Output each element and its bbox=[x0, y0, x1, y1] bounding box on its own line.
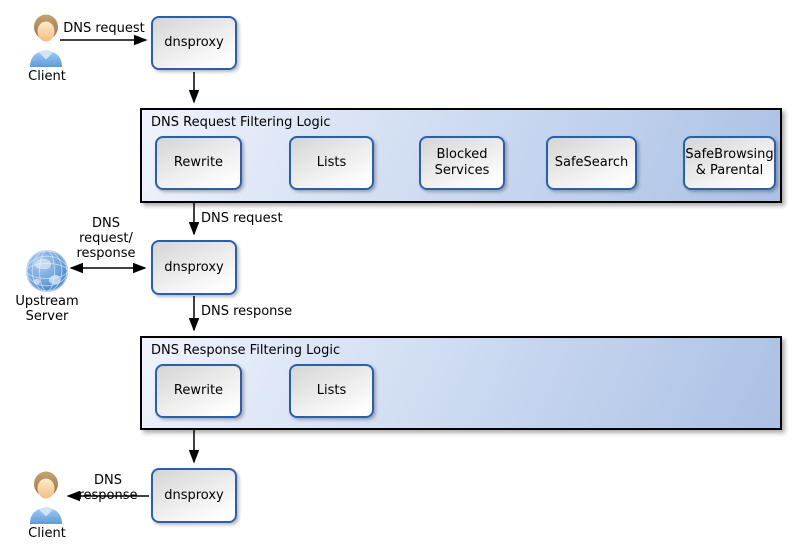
client-bottom-label: Client bbox=[28, 526, 66, 541]
response-filtering-logic-container: DNS Response Filtering Logic Rewrite Lis… bbox=[140, 336, 782, 430]
dnsproxy-bottom-label: dnsproxy bbox=[164, 487, 224, 503]
edge-label-dns-request-mid: DNS request bbox=[201, 211, 283, 226]
response-filtering-logic-title: DNS Response Filtering Logic bbox=[151, 343, 341, 358]
person-icon bbox=[26, 13, 66, 67]
step-safesearch: SafeSearch bbox=[546, 136, 637, 190]
step-rewrite-request: Rewrite bbox=[155, 136, 242, 190]
edge-label-dns-request-top: DNS request bbox=[63, 21, 145, 36]
person-icon-bottom bbox=[26, 470, 66, 524]
request-filtering-logic-title: DNS Request Filtering Logic bbox=[151, 115, 331, 130]
step-blocked-services-label: Blocked Services bbox=[434, 147, 490, 178]
step-lists-response: Lists bbox=[289, 364, 374, 418]
step-safesearch-label: SafeSearch bbox=[554, 155, 629, 171]
edge-label-dns-response-bottom: DNS response bbox=[78, 473, 138, 503]
edge-label-dns-request-response: DNS request/ response bbox=[76, 216, 136, 261]
step-rewrite-request-label: Rewrite bbox=[173, 155, 224, 171]
dnsproxy-node-top: dnsproxy bbox=[151, 16, 237, 70]
step-lists-request-label: Lists bbox=[316, 155, 347, 171]
step-lists-request: Lists bbox=[289, 136, 374, 190]
step-blocked-services: Blocked Services bbox=[419, 136, 505, 190]
step-lists-response-label: Lists bbox=[316, 383, 347, 399]
request-filtering-logic-container: DNS Request Filtering Logic Rewrite List… bbox=[140, 108, 782, 203]
step-safebrowsing-parental-label: SafeBrowsing & Parental bbox=[685, 147, 774, 178]
edge-label-dns-response-mid: DNS response bbox=[201, 304, 293, 319]
dnsproxy-node-bottom: dnsproxy bbox=[151, 468, 237, 523]
step-rewrite-response: Rewrite bbox=[155, 364, 242, 418]
globe-icon bbox=[25, 249, 69, 293]
dnsproxy-node-mid: dnsproxy bbox=[151, 240, 237, 295]
dnsproxy-top-label: dnsproxy bbox=[164, 35, 224, 51]
dnsproxy-mid-label: dnsproxy bbox=[164, 259, 224, 275]
step-safebrowsing-parental: SafeBrowsing & Parental bbox=[683, 136, 776, 190]
client-top-label: Client bbox=[28, 69, 66, 84]
upstream-server-label: Upstream Server bbox=[15, 294, 79, 324]
step-rewrite-response-label: Rewrite bbox=[173, 383, 224, 399]
